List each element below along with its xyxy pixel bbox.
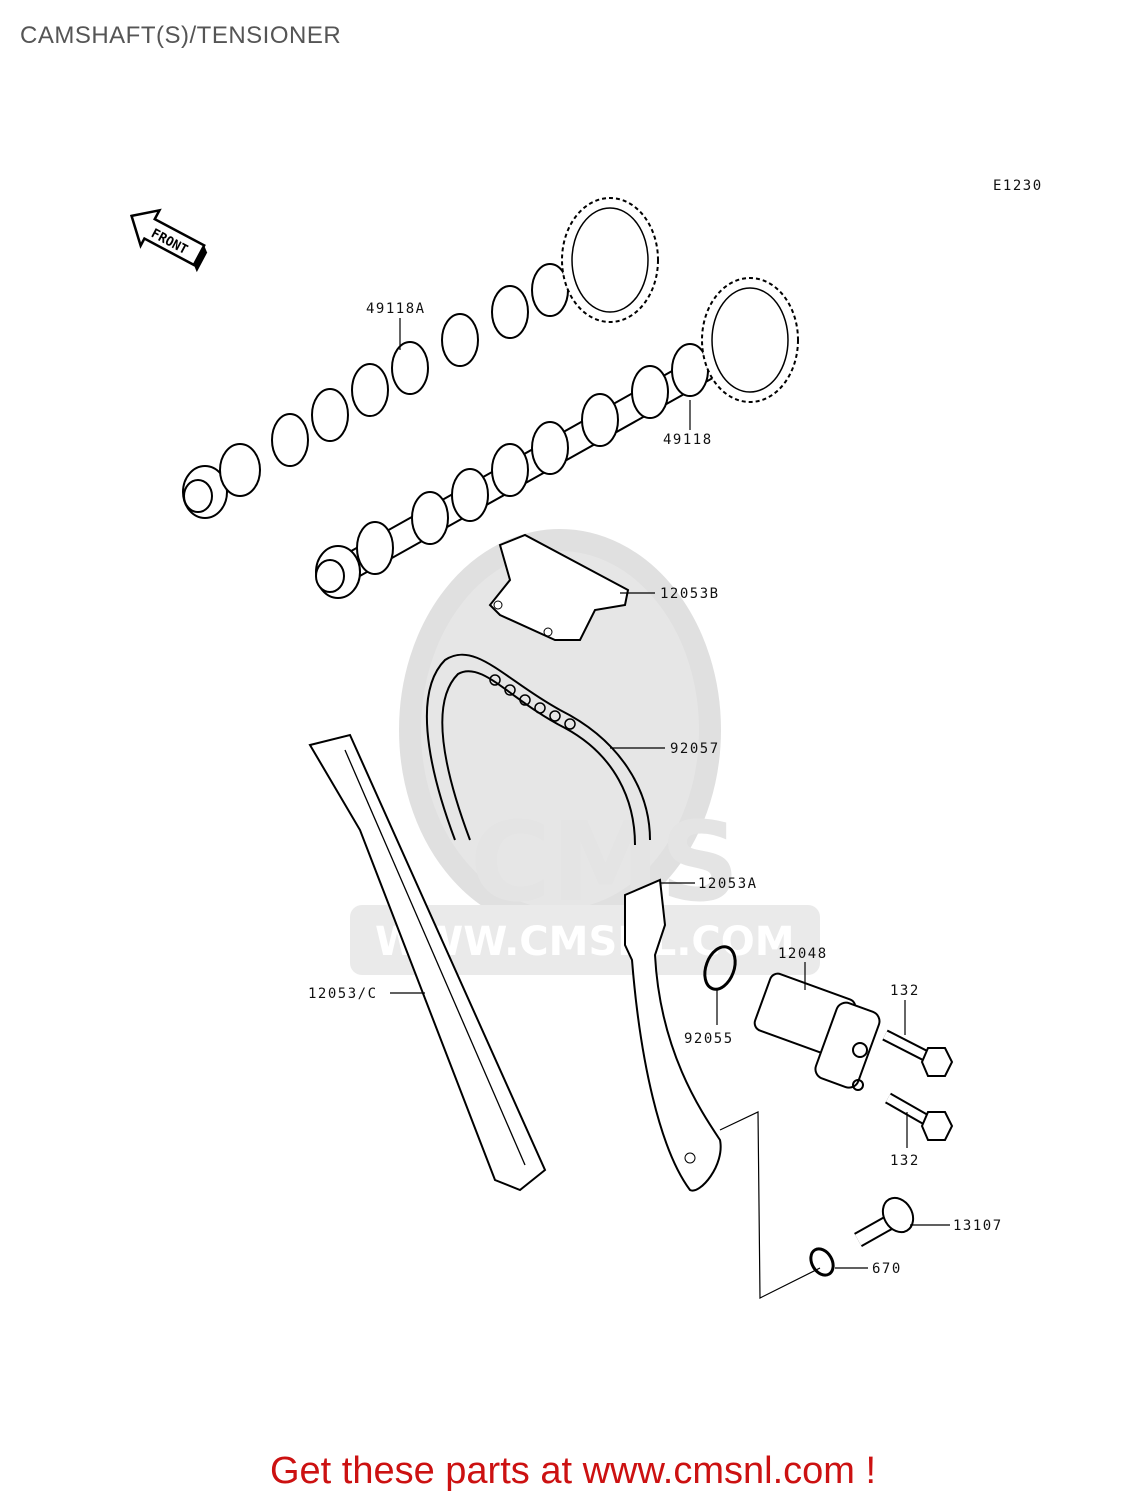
footer-link[interactable]: Get these parts at www.cmsnl.com !: [269, 1450, 877, 1492]
cam-chain-92057: [425, 653, 651, 846]
o-ring-92055: [703, 945, 737, 991]
page-title: CAMSHAFT(S)/TENSIONER: [20, 22, 342, 49]
bolt-132-upper: [882, 1029, 954, 1077]
bolt-132-lower: [885, 1092, 954, 1141]
label-12048: 12048: [778, 946, 828, 962]
label-12053a: 12053A: [698, 876, 758, 892]
exploded-parts-diagram: CMS WWW.CMSNL.COM E1230 FRONT 49118A: [129, 178, 1043, 1299]
chain-guide-12053c: [308, 733, 547, 1192]
assembly-bracket: [719, 1111, 821, 1299]
chain-guide-12053b: [488, 533, 630, 641]
watermark-logo: CMS: [470, 798, 739, 926]
diagram-code: E1230: [993, 178, 1043, 194]
label-92055: 92055: [684, 1031, 734, 1047]
watermark: CMS WWW.CMSNL.COM: [350, 529, 820, 975]
label-13107: 13107: [953, 1218, 1003, 1234]
bolt-13107: [854, 1196, 915, 1247]
label-92057: 92057: [670, 741, 720, 757]
label-49118a: 49118A: [366, 301, 426, 317]
camshaft-49118: [315, 277, 799, 599]
front-arrow-icon: FRONT: [129, 208, 208, 273]
label-12053b: 12053B: [660, 586, 720, 602]
label-132-lower: 132: [890, 1153, 920, 1169]
chain-guide-12053a: [624, 878, 722, 1192]
cam-chain-tensioner-12048: [753, 972, 881, 1091]
label-670: 670: [872, 1261, 902, 1277]
label-132-upper: 132: [890, 983, 920, 999]
camshaft-49118a: [182, 197, 659, 519]
label-12053c: 12053/C: [308, 986, 378, 1002]
label-49118: 49118: [663, 432, 713, 448]
o-ring-670: [809, 1247, 835, 1277]
